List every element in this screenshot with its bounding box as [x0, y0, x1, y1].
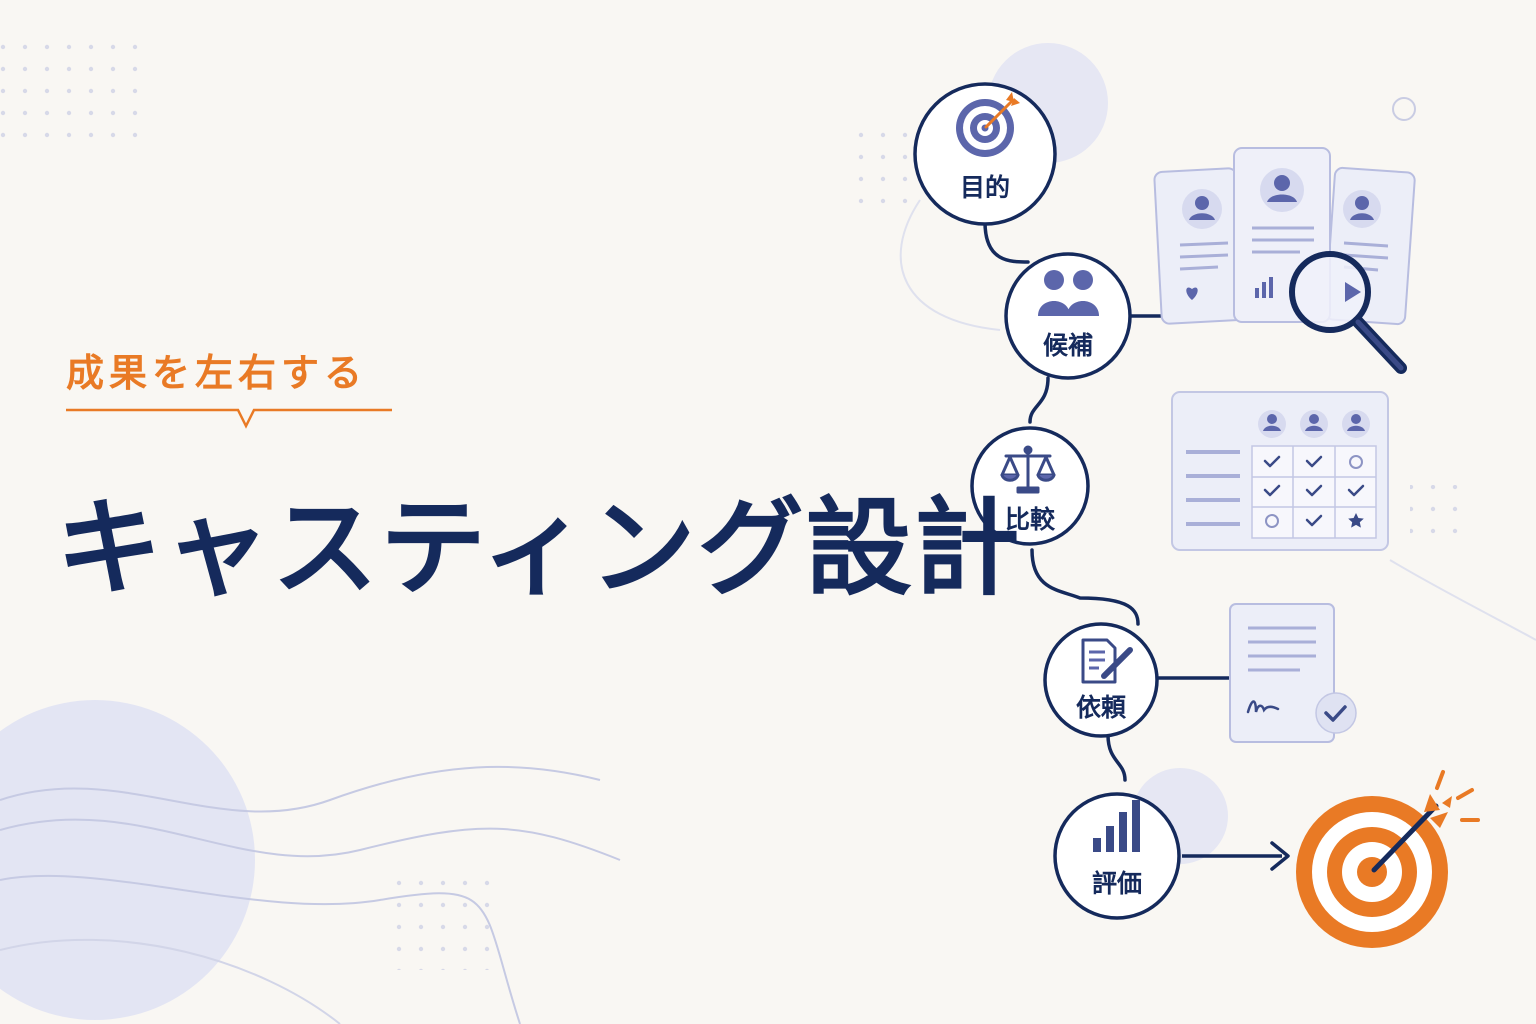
flow-connector — [983, 220, 1140, 782]
dot-grid — [0, 34, 150, 138]
page-title: キャスティング設計 — [56, 487, 1022, 610]
target-icon — [956, 92, 1020, 157]
bar-chart-icon — [1093, 800, 1140, 852]
magnifier-icon — [1289, 251, 1407, 374]
step-label-request: 依頼 — [1076, 693, 1127, 722]
scale-icon — [1000, 445, 1056, 494]
step-node-candidates: 候補 — [1004, 252, 1132, 380]
document-pen-icon — [1081, 638, 1133, 684]
wave-line — [0, 818, 621, 861]
contract-document — [1229, 603, 1357, 743]
wave-line — [1389, 559, 1536, 641]
wave-line — [0, 938, 341, 1024]
step-node-request: 依頼 — [1043, 622, 1159, 738]
comparison-table-card — [1171, 391, 1389, 551]
wave-line — [0, 765, 601, 813]
people-icon — [1038, 270, 1099, 316]
dot-grid — [858, 120, 918, 220]
arrow-head-icon — [1270, 841, 1290, 871]
step-node-evaluate: 評価 — [1053, 792, 1181, 920]
step-node-compare: 比較 — [970, 426, 1090, 546]
subtitle: 成果を左右する — [66, 351, 368, 395]
step-label-evaluate: 評価 — [1092, 869, 1142, 898]
goal-target-icon — [1296, 770, 1480, 948]
dot-grid — [1410, 485, 1460, 545]
step-label-purpose: 目的 — [960, 173, 1010, 202]
subtitle-underline — [66, 408, 392, 429]
profile-cards — [1153, 147, 1416, 326]
step-label-candidates: 候補 — [1043, 331, 1093, 360]
decor-ring — [1392, 97, 1416, 121]
wave-line — [0, 874, 521, 1024]
step-node-purpose: 目的 — [913, 82, 1057, 226]
step-label-compare: 比較 — [1005, 505, 1056, 534]
wave-line — [899, 199, 1001, 331]
decor-circle — [0, 700, 255, 1020]
